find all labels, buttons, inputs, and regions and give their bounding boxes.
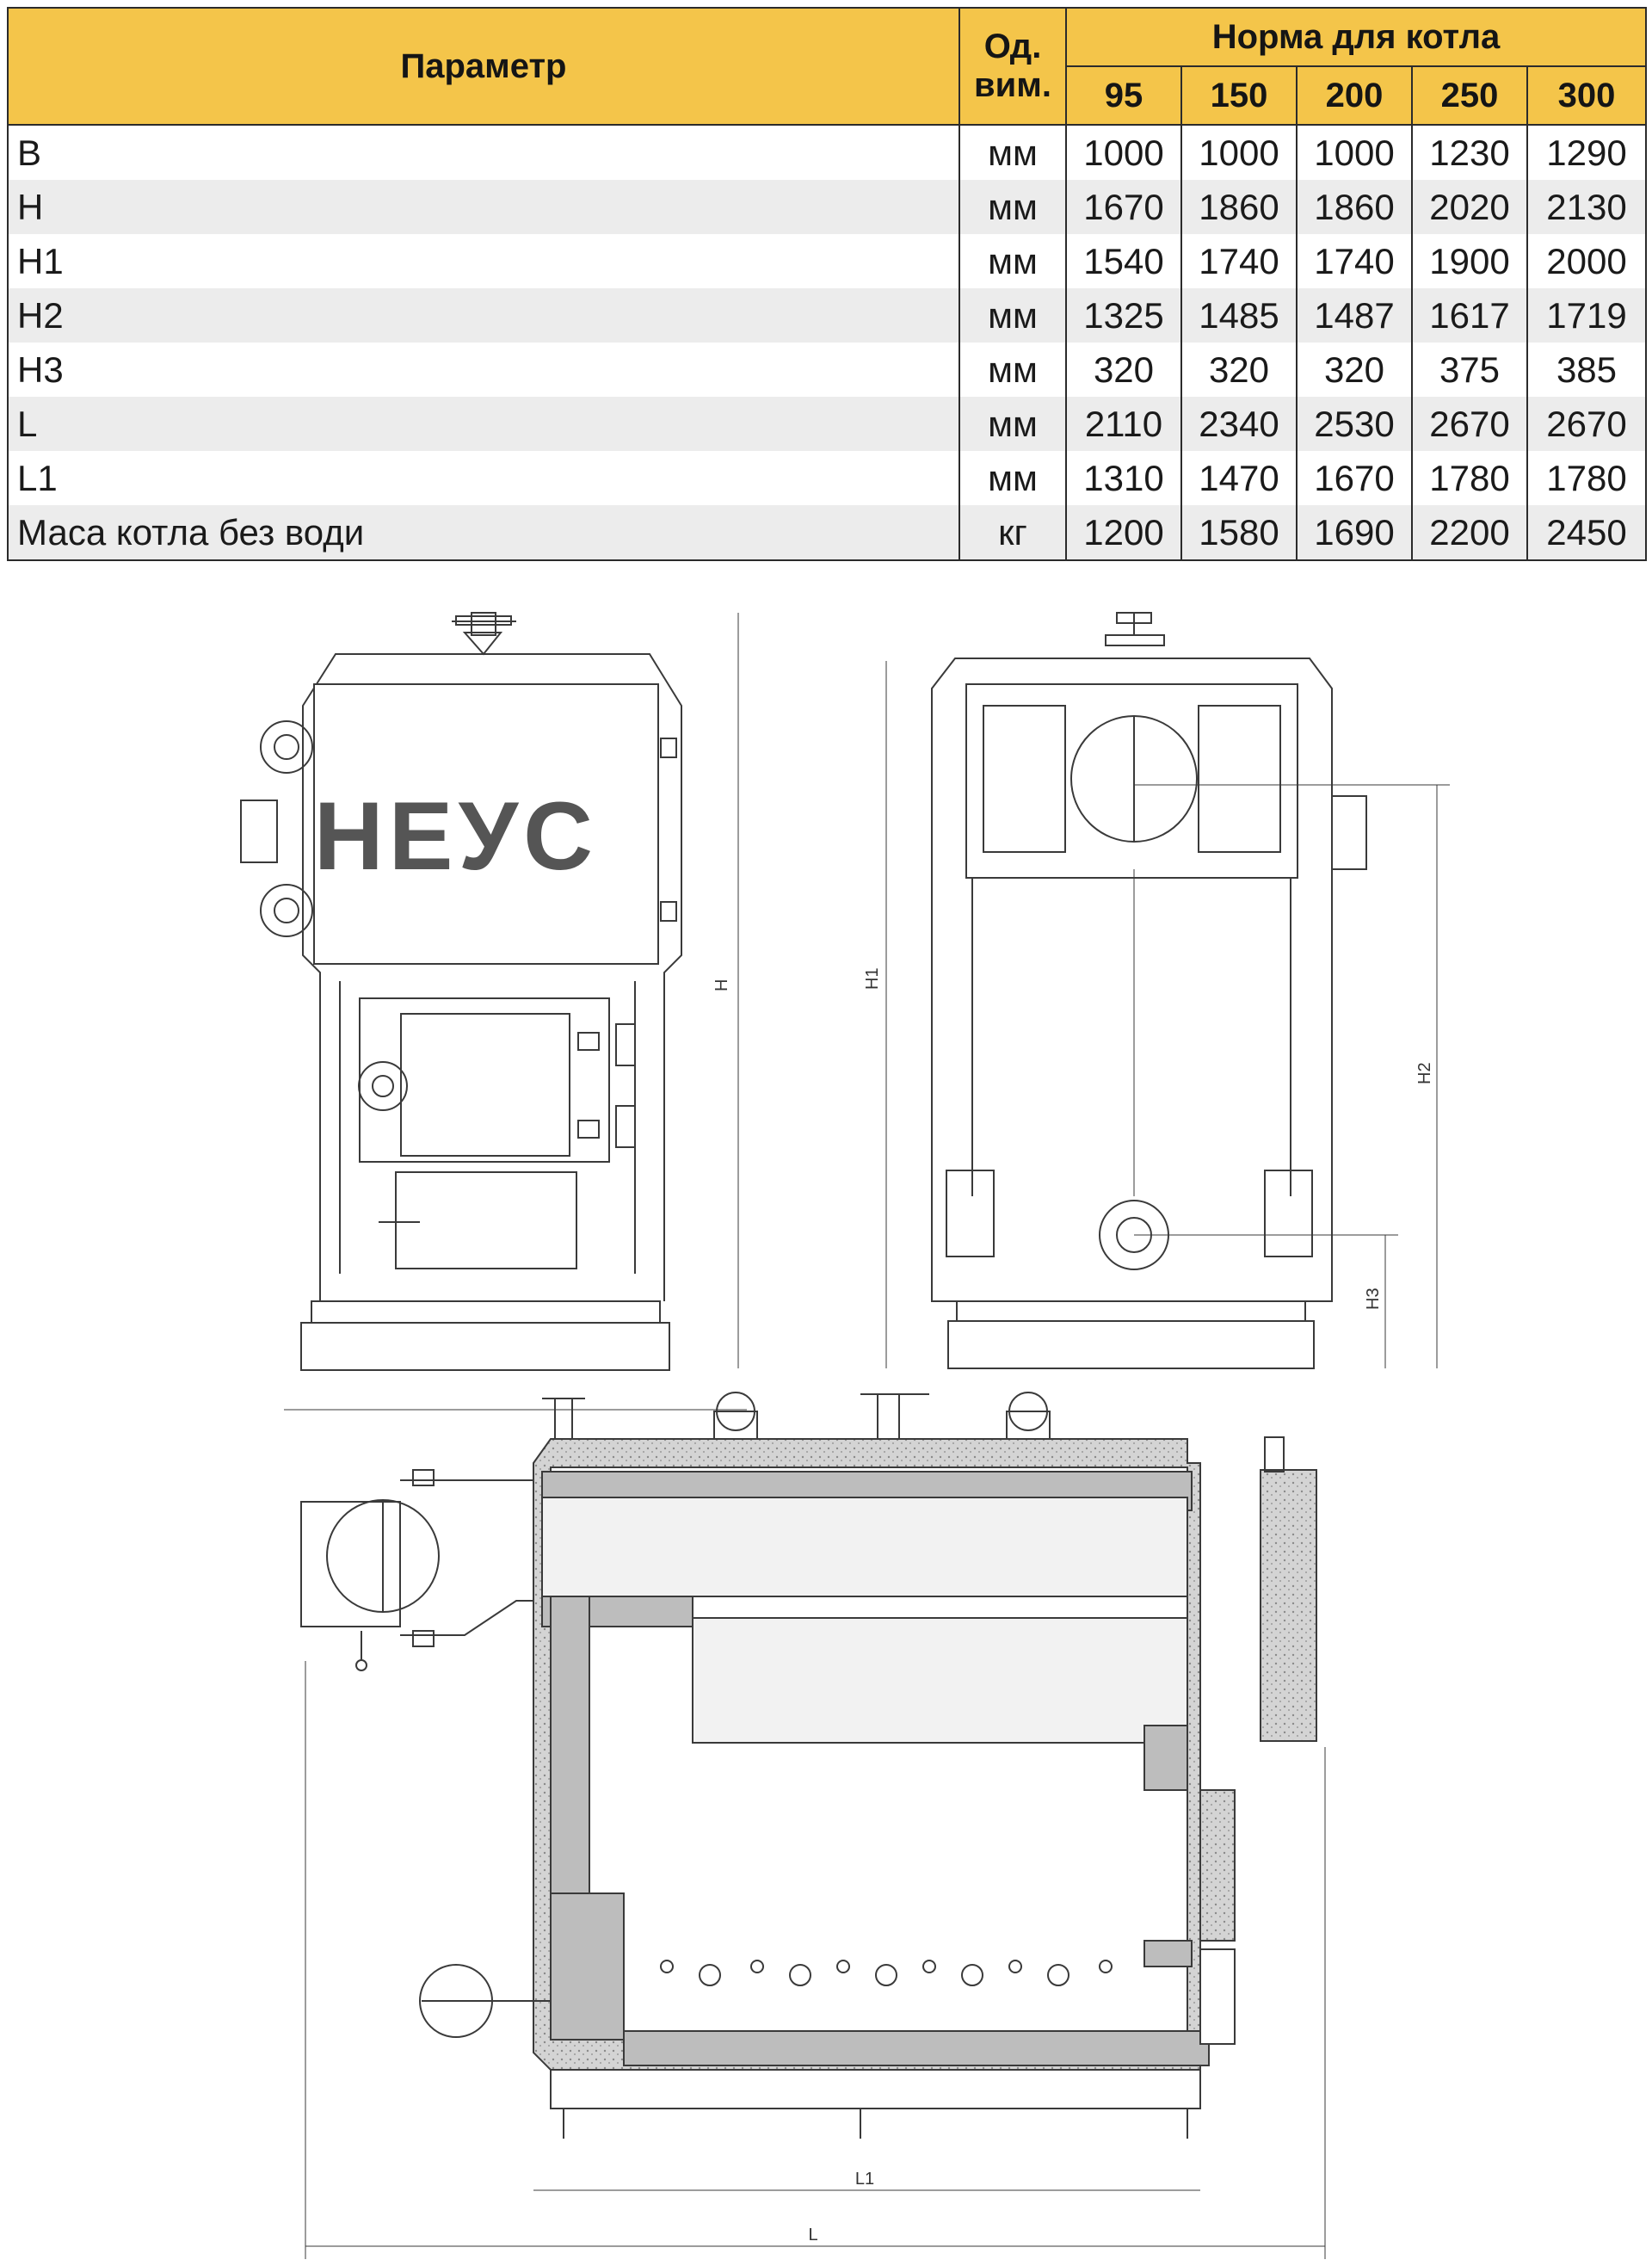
unit-cell: мм [959,451,1067,505]
value-cell: 1900 [1411,234,1528,288]
parameter-cell: H2 [7,288,960,343]
unit-cell: мм [959,288,1067,343]
unit-cell: кг [959,505,1067,561]
value-cell: 1485 [1180,288,1298,343]
value-cell: 320 [1065,343,1182,397]
value-cell: 1740 [1180,234,1298,288]
model-header: 200 [1296,65,1413,126]
dim-label-l1: L1 [855,2170,874,2189]
value-cell: 1000 [1065,125,1182,180]
value-cell: 2000 [1526,234,1647,288]
value-cell: 320 [1296,343,1413,397]
parameter-cell: L [7,397,960,451]
value-cell: 2530 [1296,397,1413,451]
value-cell: 1690 [1296,505,1413,561]
norm-header: Норма для котла [1065,7,1647,67]
unit-cell: мм [959,180,1067,234]
unit-cell: мм [959,234,1067,288]
dim-label-h2: H2 [1415,1062,1434,1084]
model-header: 95 [1065,65,1182,126]
value-cell: 2110 [1065,397,1182,451]
value-cell: 1325 [1065,288,1182,343]
model-header: 300 [1526,65,1647,126]
dim-label-h1: H1 [863,967,882,990]
value-cell: 1580 [1180,505,1298,561]
parameter-header: Параметр [7,7,960,126]
value-cell: 1200 [1065,505,1182,561]
grate-holes [660,1960,1113,1986]
dim-label-l: L [808,2226,817,2244]
value-cell: 1000 [1296,125,1413,180]
unit-cell: мм [959,125,1067,180]
value-cell: 2670 [1411,397,1528,451]
parameter-cell: L1 [7,451,960,505]
dim-label-h3: H3 [1364,1287,1383,1310]
value-cell: 320 [1180,343,1298,397]
parameter-cell: H3 [7,343,960,397]
table-header: Параметр Од. вим. Норма для котла 95 150… [7,7,1647,126]
value-cell: 1617 [1411,288,1528,343]
unit-header-line1: Од. [983,28,1042,65]
value-cell: 1740 [1296,234,1413,288]
value-cell: 2130 [1526,180,1647,234]
parameter-cell: H1 [7,234,960,288]
parameter-cell: Маса котла без води [7,505,960,561]
parameter-cell: H [7,180,960,234]
side-view [885,612,1450,1369]
value-cell: 1290 [1526,125,1647,180]
value-cell: 1487 [1296,288,1413,343]
model-header: 150 [1180,65,1298,126]
section-view [300,1392,1326,2259]
unit-header: Од. вим. [959,7,1067,126]
value-cell: 1719 [1526,288,1647,343]
value-cell: 1470 [1180,451,1298,505]
model-header: 250 [1411,65,1528,126]
unit-cell: мм [959,397,1067,451]
value-cell: 1670 [1065,180,1182,234]
value-cell: 2450 [1526,505,1647,561]
unit-cell: мм [959,343,1067,397]
value-cell: 1860 [1180,180,1298,234]
value-cell: 2200 [1411,505,1528,561]
value-cell: 1780 [1411,451,1528,505]
parameter-cell: B [7,125,960,180]
value-cell: 2670 [1526,397,1647,451]
value-cell: 2020 [1411,180,1528,234]
value-cell: 1860 [1296,180,1413,234]
unit-header-line2: вим. [974,66,1051,104]
brand-logo: НЕУС [314,782,598,890]
value-cell: 385 [1526,343,1647,397]
value-cell: 375 [1411,343,1528,397]
value-cell: 1670 [1296,451,1413,505]
value-cell: 2340 [1180,397,1298,451]
front-view [240,612,747,1411]
value-cell: 1230 [1411,125,1528,180]
value-cell: 1310 [1065,451,1182,505]
value-cell: 1540 [1065,234,1182,288]
value-cell: 1000 [1180,125,1298,180]
dim-label-h: H [712,979,731,991]
value-cell: 1780 [1526,451,1647,505]
spec-table: Параметр Од. вим. Норма для котла 95 150… [7,7,1647,561]
